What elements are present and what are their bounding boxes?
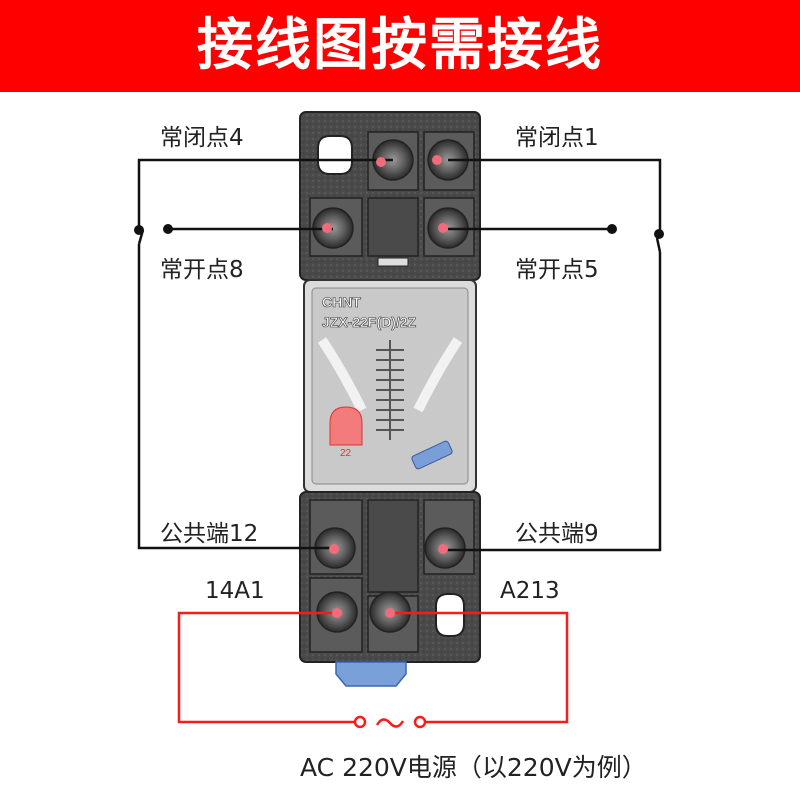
label-a1: 14A1 bbox=[205, 578, 265, 604]
banner-title: 接线图按需接线 bbox=[197, 13, 603, 78]
label-nc1: 常闭点1 bbox=[515, 125, 599, 151]
label-com9: 公共端9 bbox=[515, 521, 599, 547]
title-banner: 接线图按需接线 bbox=[0, 0, 800, 92]
label-a2: A213 bbox=[500, 578, 560, 604]
label-nc4: 常闭点4 bbox=[160, 125, 244, 151]
right-switch-pivot bbox=[654, 229, 664, 239]
right-contact-wiring bbox=[445, 158, 662, 552]
left-switch-contact bbox=[163, 224, 173, 234]
right-switch-contact bbox=[607, 224, 617, 234]
coil-indicator-label: 22 bbox=[340, 448, 352, 459]
power-wiring bbox=[177, 611, 569, 729]
relay-model: JZX-22F(D)/2Z bbox=[322, 314, 417, 330]
left-switch-pivot bbox=[134, 225, 144, 235]
terminal-dots bbox=[322, 155, 448, 618]
label-no8: 常开点8 bbox=[160, 257, 244, 283]
label-no5: 常开点5 bbox=[515, 257, 599, 283]
power-caption: AC 220V电源（以220V为例） bbox=[300, 753, 647, 782]
left-contact-wiring bbox=[137, 158, 393, 550]
relay-socket: CHNT JZX-22F(D)/2Z 22 bbox=[299, 111, 481, 687]
label-com12: 公共端12 bbox=[160, 521, 259, 547]
relay-brand: CHNT bbox=[322, 294, 361, 310]
